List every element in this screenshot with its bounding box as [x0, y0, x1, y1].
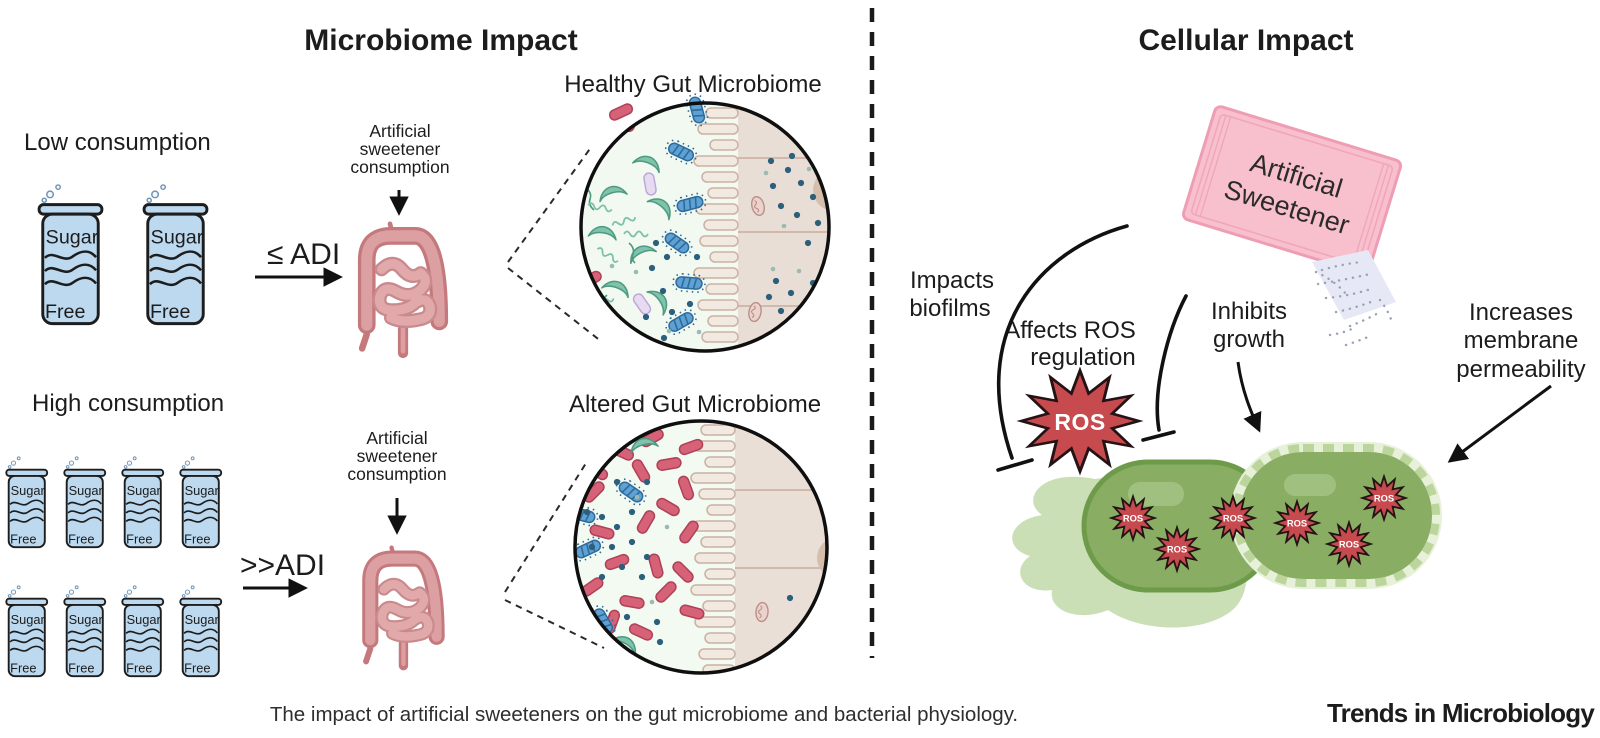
- effect-line: Increases: [1469, 299, 1573, 326]
- can-label-top: Sugar: [11, 483, 46, 498]
- healthy-gut-label: Healthy Gut Microbiome: [564, 71, 821, 98]
- can-label-bottom: Free: [150, 301, 191, 323]
- can-label-bottom: Free: [184, 660, 210, 675]
- ros-label: ROS: [1339, 539, 1359, 549]
- can-label-top: Sugar: [11, 612, 46, 627]
- soda-can: Sugar Free: [63, 455, 107, 549]
- biofilm-inhibition-curve: [996, 224, 1129, 460]
- can-label-top: Sugar: [185, 483, 220, 498]
- can-label-bottom: Free: [45, 301, 86, 323]
- soda-can: Sugar Free: [121, 584, 165, 678]
- pathway-line: consumption: [347, 464, 446, 484]
- villi-group: [690, 424, 736, 673]
- low-consumption-label: Low consumption: [24, 129, 211, 156]
- cell-highlight: [1284, 474, 1336, 496]
- can-label-bottom: Free: [126, 531, 152, 546]
- altered-gut-circle: [573, 419, 829, 675]
- can-label-bottom: Free: [10, 531, 36, 546]
- effect-line: regulation: [1030, 344, 1135, 371]
- villi-group: [693, 107, 739, 343]
- effect-membrane-permeability: Increases membrane permeability: [1456, 299, 1585, 383]
- ros-bursts-in-cells: ROS ROS ROS ROS ROS ROS: [1110, 475, 1407, 572]
- cellular-panel-title: Cellular Impact: [1138, 24, 1353, 57]
- can-label-bottom: Free: [126, 660, 152, 675]
- can-label-top: Sugar: [46, 226, 99, 248]
- can-label-top: Sugar: [151, 226, 204, 248]
- can-label-top: Sugar: [127, 612, 162, 627]
- intestine-illustration-top: [362, 224, 439, 353]
- can-label-bottom: Free: [184, 531, 210, 546]
- effect-line: biofilms: [909, 295, 990, 322]
- pathway-line: Artificial: [366, 428, 427, 448]
- soda-can: Sugar Free: [63, 584, 107, 678]
- high-adi-label: >>ADI: [240, 549, 325, 582]
- effect-line: Impacts: [910, 267, 994, 294]
- soda-can: Sugar Free: [179, 584, 223, 678]
- zoom-cone-line: [504, 599, 605, 649]
- pathway-line: Artificial: [369, 121, 430, 141]
- intestine-illustration-bottom: [366, 548, 437, 666]
- can-label-top: Sugar: [69, 612, 104, 627]
- ros-label: ROS: [1054, 409, 1105, 435]
- ros-label: ROS: [1287, 518, 1307, 528]
- zoom-cone-line: [507, 267, 603, 343]
- bacterial-cell-right: [1230, 442, 1442, 589]
- soda-can: Sugar Free: [179, 455, 223, 549]
- effect-impacts-biofilms: Impacts biofilms: [909, 267, 994, 322]
- bacterium-outside-circle: [607, 101, 635, 123]
- zoom-cone-line: [507, 145, 593, 263]
- effect-line: Inhibits: [1211, 298, 1287, 325]
- inhibition-t-bar: [996, 458, 1034, 472]
- inhibition-t-bar: [1141, 430, 1176, 442]
- can-label-top: Sugar: [185, 612, 220, 627]
- low-adi-label: ≤ ADI: [267, 238, 340, 271]
- soda-can: Sugar Free: [5, 584, 49, 678]
- cell-highlight: [1128, 482, 1184, 506]
- effect-line: Affects ROS: [1004, 317, 1136, 344]
- high-consumption-cans: Sugar Free Sugar Free Sugar Free Sugar F…: [5, 455, 223, 678]
- healthy-gut-microbiome-inset: [581, 103, 829, 351]
- ros-label: ROS: [1223, 513, 1243, 523]
- microbiome-panel-title: Microbiome Impact: [304, 24, 577, 57]
- pathway-line: sweetener: [357, 446, 438, 466]
- low-consumption-cans: Sugar Free Sugar Free: [37, 183, 209, 326]
- membrane-arrow: [1447, 384, 1552, 463]
- altered-gut-label: Altered Gut Microbiome: [569, 391, 821, 418]
- ros-label: ROS: [1123, 513, 1143, 523]
- soda-can: Sugar Free: [5, 455, 49, 549]
- effect-line: permeability: [1456, 356, 1585, 383]
- growth-arrow: [1236, 361, 1262, 433]
- soda-can: Sugar Free: [142, 183, 209, 326]
- spilled-powder: [1312, 250, 1396, 347]
- healthy-gut-circle: [579, 101, 831, 353]
- soda-can: Sugar Free: [121, 455, 165, 549]
- ros-label: ROS: [1167, 544, 1187, 554]
- effect-line: growth: [1213, 326, 1285, 353]
- effect-ros-regulation: Affects ROS regulation: [1004, 317, 1136, 371]
- high-consumption-label: High consumption: [32, 390, 224, 417]
- ros-inhibition-curve: [1155, 294, 1188, 432]
- can-label-bottom: Free: [68, 660, 94, 675]
- can-label-top: Sugar: [69, 483, 104, 498]
- artificial-sweetener-packet: Artificial Sweetener: [1181, 105, 1403, 275]
- can-label-top: Sugar: [127, 483, 162, 498]
- sweetener-consumption-label-bottom: Artificial sweetener consumption: [347, 428, 446, 484]
- pathway-line: consumption: [350, 157, 449, 177]
- zoom-cone-line: [504, 459, 589, 593]
- sweetener-consumption-label-top: Artificial sweetener consumption: [350, 121, 449, 177]
- can-label-bottom: Free: [68, 531, 94, 546]
- effect-line: membrane: [1464, 327, 1579, 354]
- effect-inhibits-growth: Inhibits growth: [1211, 298, 1287, 353]
- figure-caption: The impact of artificial sweeteners on t…: [270, 703, 1018, 726]
- ros-starburst-large: ROS: [1019, 369, 1141, 473]
- ros-label: ROS: [1374, 493, 1394, 503]
- pathway-line: sweetener: [360, 139, 441, 159]
- journal-name: Trends in Microbiology: [1327, 698, 1595, 728]
- soda-can: Sugar Free: [37, 183, 104, 326]
- can-label-bottom: Free: [10, 660, 36, 675]
